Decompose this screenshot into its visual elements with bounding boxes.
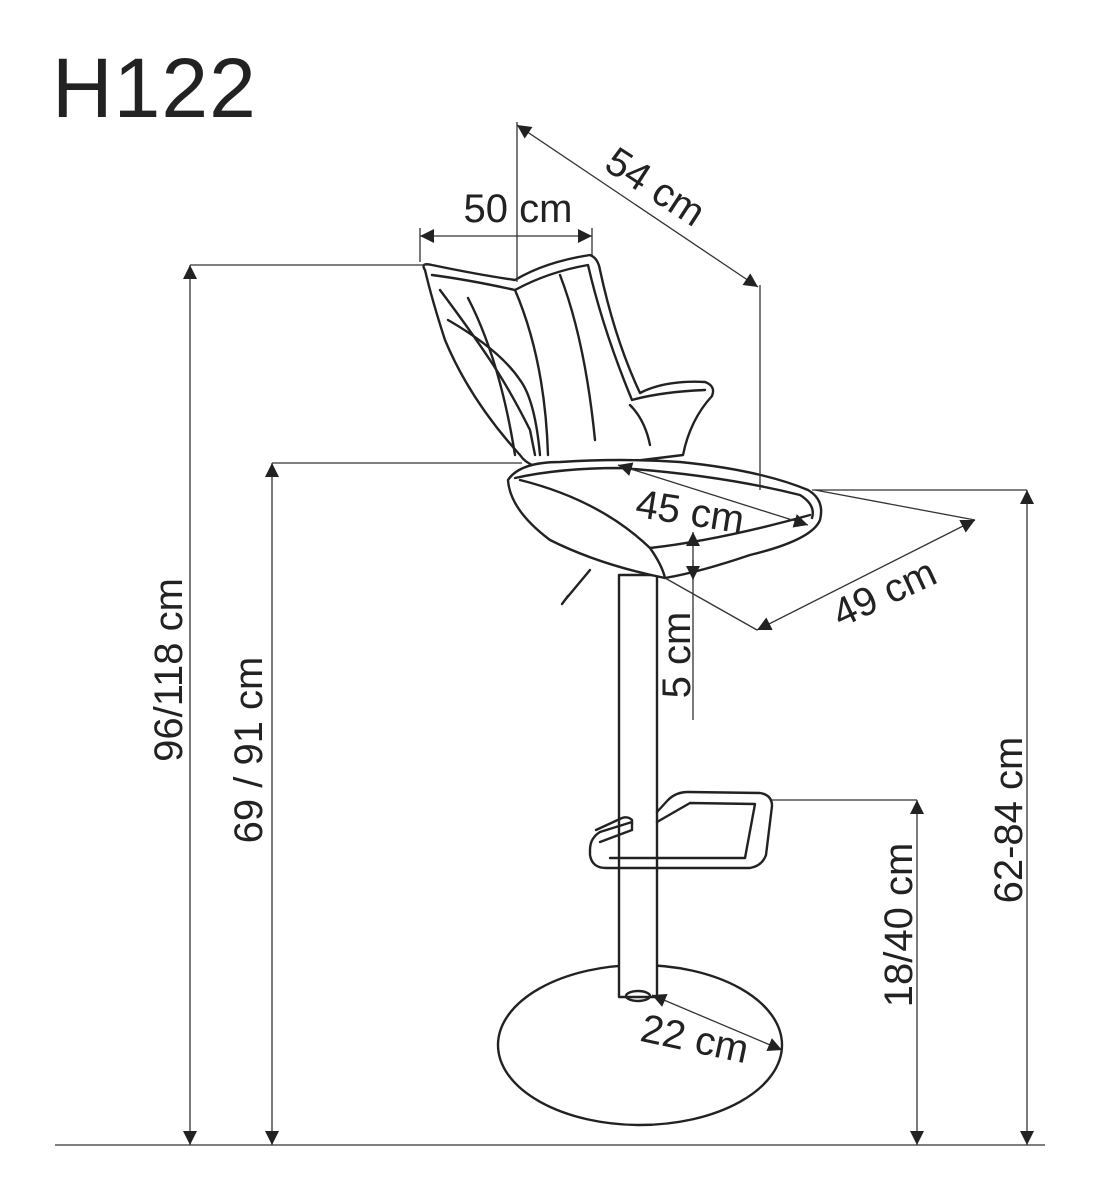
- armrest-height-label: 69 / 91 cm: [227, 657, 271, 844]
- seat-width-arrow: [756, 519, 976, 631]
- product-title: H122: [52, 41, 257, 135]
- backrest: [422, 253, 715, 472]
- seat-width-label: 49 cm: [826, 550, 943, 636]
- seat-thickness-label: 5 cm: [655, 612, 699, 699]
- stool-drawing: [422, 253, 823, 1127]
- depth-arrow: [516, 124, 759, 288]
- seat-height-label: 62-84 cm: [987, 737, 1031, 904]
- base-radius-arrow: [651, 994, 783, 1051]
- footrest-height-label: 18/40 cm: [877, 843, 921, 1008]
- footrest: [588, 790, 774, 870]
- seat-depth-arrow: [617, 462, 809, 528]
- total-height-label: 96/118 cm: [147, 578, 191, 762]
- width-label: 50 cm: [464, 187, 573, 231]
- stool-column: [617, 573, 659, 999]
- depth-label: 54 cm: [597, 139, 712, 235]
